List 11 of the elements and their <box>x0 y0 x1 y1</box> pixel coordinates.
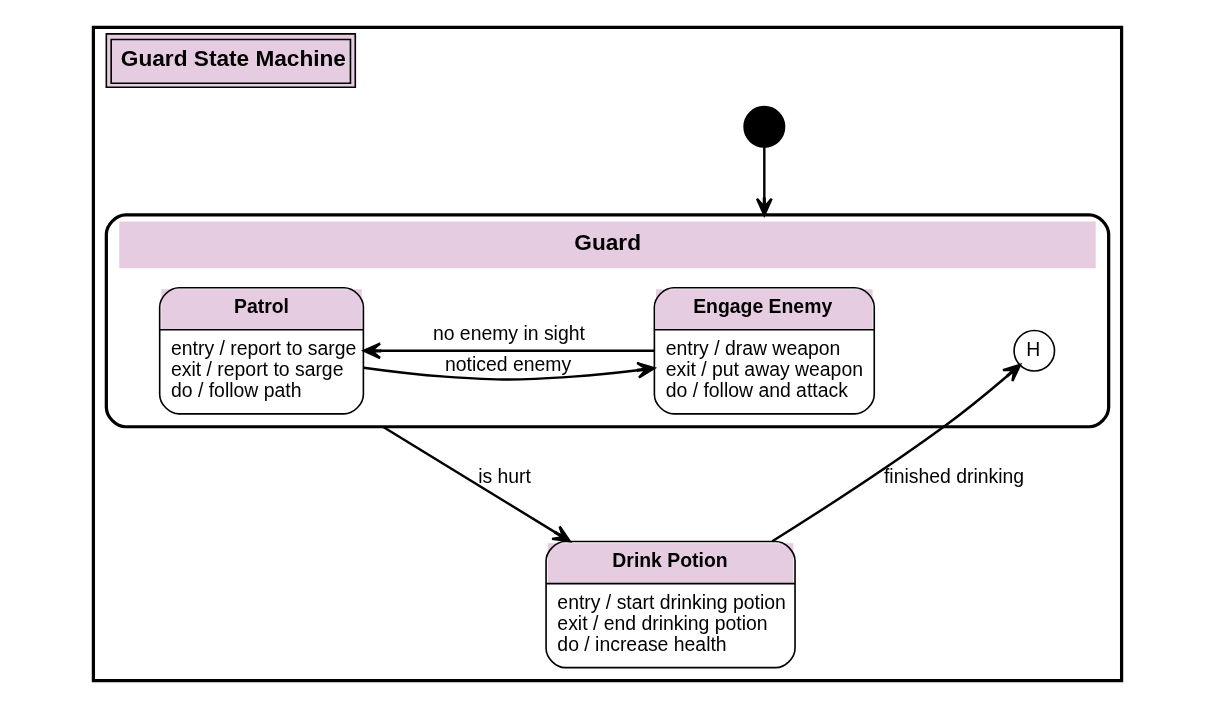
node-circle <box>742 105 785 148</box>
edge-label: finished drinking <box>883 464 1024 487</box>
edge-label: no enemy in sight <box>432 322 585 345</box>
arrow <box>363 361 655 381</box>
edge-label: noticed enemy <box>444 353 571 376</box>
edge-label: is hurt <box>477 464 531 487</box>
arrow <box>362 342 654 360</box>
arrow <box>381 425 571 543</box>
node-circle: H <box>1012 329 1055 372</box>
arrow <box>755 147 773 217</box>
arrow <box>771 363 1021 543</box>
